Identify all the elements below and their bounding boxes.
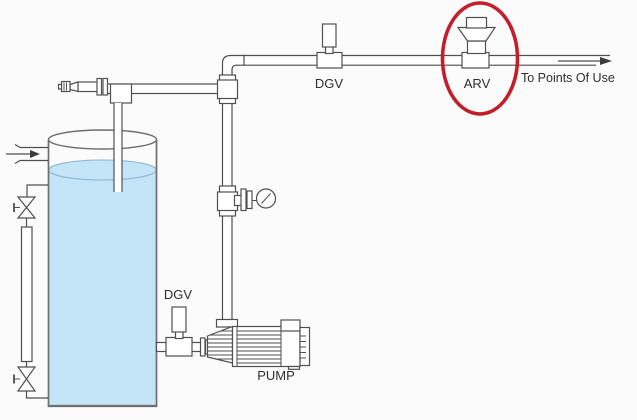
discharge-gate-valve: [316, 23, 343, 69]
dip-tube-tee: [109, 83, 133, 104]
top-header-pipe: [216, 54, 612, 105]
suction-line: [155, 306, 203, 357]
outlet-label: To Points Of Use: [521, 71, 615, 85]
tank-inlet: [6, 143, 48, 165]
valve-tee: [316, 51, 343, 69]
water-surface: [48, 159, 157, 181]
inlet-flow-arrow: [6, 150, 40, 158]
valve-cap: [465, 16, 488, 29]
end-cap-vents: [300, 335, 306, 359]
valve-body: [171, 306, 187, 333]
storage-tank: [47, 129, 158, 408]
discharge-valve-label: DGV: [315, 76, 344, 91]
outlet-flow-arrow: [558, 57, 612, 65]
dip-tube: [113, 103, 123, 192]
valve-tee: [165, 336, 193, 357]
tank-rim: [47, 129, 158, 150]
motor-foot: [287, 365, 301, 370]
hose-connector-nozzle: [57, 80, 99, 93]
suction-gate-valve: [165, 306, 193, 357]
pipe-elbow: [221, 54, 245, 77]
sight-glass-tube: [20, 226, 33, 363]
arv-highlight-circle: [440, 1, 520, 116]
pressure-gauge-assembly: [216, 185, 277, 217]
valve-tee: [461, 51, 490, 69]
flange: [96, 77, 103, 96]
gauge-flange: [240, 188, 247, 212]
flange: [102, 77, 109, 96]
pump-discharge-flange: [215, 318, 239, 328]
gauge-needle: [261, 193, 271, 204]
motor-fins: [236, 326, 282, 367]
air-release-valve: [456, 16, 497, 69]
valve-body: [321, 23, 337, 48]
motor-terminal-box: [280, 319, 301, 332]
pump-suction-flange: [199, 337, 206, 357]
valve-body: [466, 40, 487, 55]
water: [48, 170, 157, 406]
sight-glass-level-gauge: [13, 184, 48, 399]
gauge-flange: [246, 190, 253, 210]
air-release-valve-label: ARV: [464, 76, 491, 91]
suction-valve-label: DGV: [164, 287, 193, 302]
pump-label: PUMP: [257, 368, 295, 383]
riser-coupling: [216, 74, 239, 105]
